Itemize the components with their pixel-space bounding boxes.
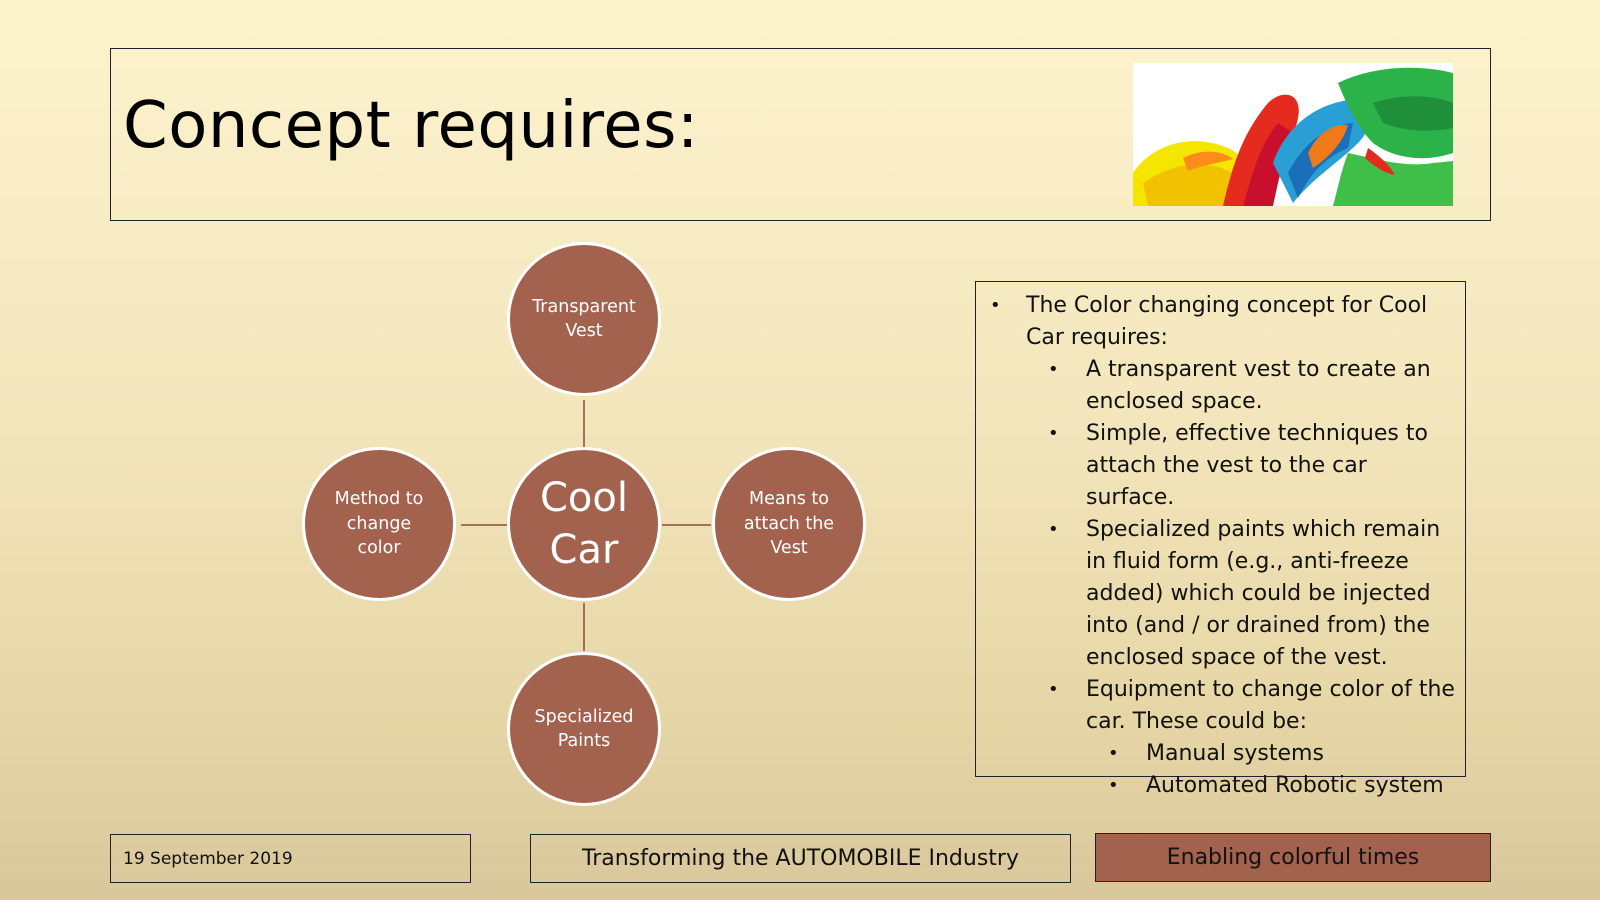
description-box: • The Color changing concept for Cool Ca… — [975, 281, 1466, 798]
bullet-subitem: • Automated Robotic system — [988, 770, 1455, 802]
bullet-dot-icon: • — [990, 295, 1001, 316]
bullet-dot-icon: • — [1048, 679, 1059, 700]
bullet-intro-text: The Color changing concept for Cool Car … — [1026, 293, 1428, 350]
node-left-label: Method to change color — [334, 489, 424, 559]
node-specialized-paints: Specialized Paints — [507, 652, 661, 806]
bullet-item-text: Specialized paints which remain in fluid… — [1086, 517, 1441, 670]
footer-tagline: Enabling colorful times — [1095, 833, 1491, 882]
node-right-label: Means to attach the Vest — [743, 489, 835, 559]
node-center-label: Cool Car — [540, 475, 628, 573]
bullet-dot-icon: • — [1048, 423, 1059, 444]
title-box: Concept requires: — [110, 48, 1491, 221]
bullet-subitem: • Manual systems — [988, 738, 1455, 770]
footer-date: 19 September 2019 — [110, 834, 471, 883]
diagram-connectors — [461, 400, 711, 651]
bullet-dot-icon: • — [1108, 743, 1119, 764]
node-bottom-label: Specialized Paints — [534, 706, 634, 752]
slide-title: Concept requires: — [123, 89, 699, 163]
bullet-subitem-text: Manual systems — [1146, 741, 1324, 766]
bullet-dot-icon: • — [1108, 775, 1119, 796]
node-method-to-change-color: Method to change color — [302, 447, 456, 601]
node-cool-car: Cool Car — [507, 447, 661, 601]
bullet-dot-icon: • — [1048, 359, 1059, 380]
bullet-item: • Specialized paints which remain in flu… — [988, 514, 1455, 674]
footer-title: Transforming the AUTOMOBILE Industry — [530, 834, 1071, 883]
bullet-item-text: A transparent vest to create an enclosed… — [1086, 357, 1431, 414]
paint-strokes-image — [1133, 63, 1453, 206]
bullet-item: • Equipment to change color of the car. … — [988, 674, 1455, 738]
bullet-item-text: Simple, effective techniques to attach t… — [1086, 421, 1428, 510]
node-transparent-vest: Transparent Vest — [507, 242, 661, 396]
bullet-item: • Simple, effective techniques to attach… — [988, 418, 1455, 514]
node-means-to-attach-vest: Means to attach the Vest — [712, 447, 866, 601]
bullet-item-text: Equipment to change color of the car. Th… — [1086, 677, 1455, 734]
bullet-dot-icon: • — [1048, 519, 1059, 540]
bullet-item: • A transparent vest to create an enclos… — [988, 354, 1455, 418]
bullet-intro: • The Color changing concept for Cool Ca… — [988, 290, 1455, 354]
node-top-label: Transparent Vest — [532, 296, 636, 342]
bullet-subitem-text: Automated Robotic system — [1146, 773, 1444, 798]
